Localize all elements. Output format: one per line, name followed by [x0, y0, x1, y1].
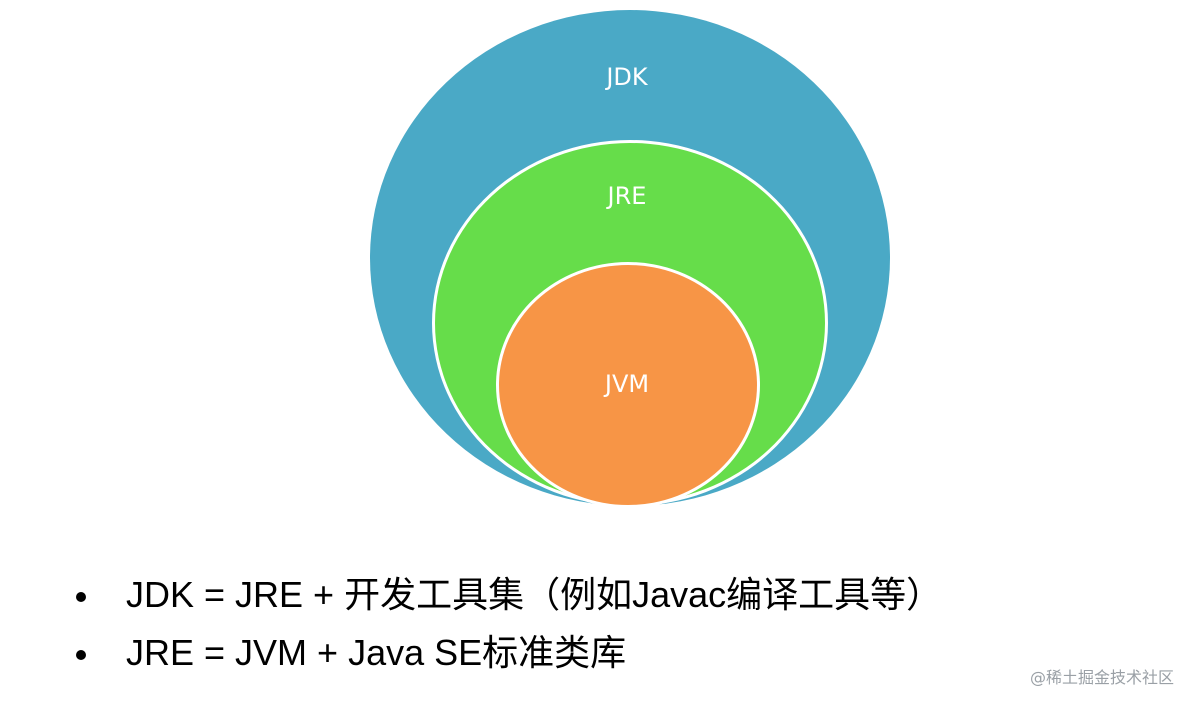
jvm-label: JVM: [604, 370, 650, 398]
watermark: @稀土掘金技术社区: [1029, 668, 1174, 687]
jdk-label: JDK: [606, 63, 648, 91]
bullet-text: JRE = JVM + Java SE标准类库: [126, 632, 627, 673]
jvm-circle: [496, 262, 760, 508]
nested-circles-diagram: JDK JRE JVM: [370, 10, 890, 508]
jre-label: JRE: [607, 182, 647, 210]
bullet-dot-icon: [76, 650, 86, 660]
bullet-dot-icon: [76, 592, 86, 602]
bullet-text: JDK = JRE + 开发工具集（例如Javac编译工具等）: [126, 574, 943, 615]
